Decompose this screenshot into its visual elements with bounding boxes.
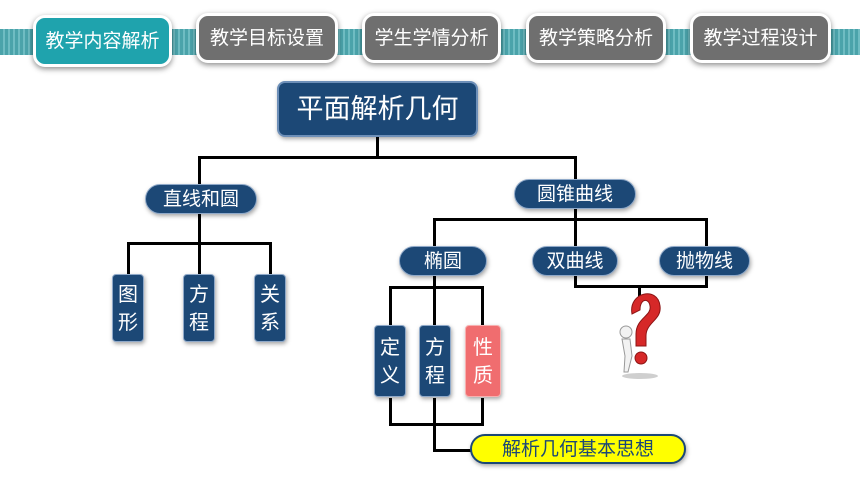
- leaf-char: 质: [473, 363, 493, 387]
- leaf-char: 性: [473, 335, 493, 359]
- leaf-equation: 方 程: [183, 274, 215, 342]
- tab-teaching-process[interactable]: 教学过程设计: [690, 13, 831, 63]
- leaf-char: 程: [425, 363, 445, 387]
- leaf-char: 定: [380, 335, 400, 359]
- leaf-char: 义: [380, 363, 400, 387]
- leaf-ellipse-equation: 方 程: [419, 325, 451, 397]
- leaf-char: 方: [425, 335, 445, 359]
- node-line-and-circle: 直线和圆: [145, 184, 257, 214]
- leaf-char: 方: [189, 282, 209, 306]
- leaf-definition: 定 义: [374, 325, 406, 397]
- question-mark-figure-icon: [619, 293, 661, 379]
- leaf-char: 系: [260, 310, 280, 334]
- leaf-char: 程: [189, 310, 209, 334]
- leaf-char: 形: [118, 310, 138, 334]
- tab-teaching-content-analysis[interactable]: 教学内容解析: [33, 15, 172, 67]
- tab-teaching-goals[interactable]: 教学目标设置: [196, 13, 338, 63]
- node-parabola: 抛物线: [659, 246, 750, 276]
- node-hyperbola: 双曲线: [532, 246, 618, 276]
- leaf-relation: 关 系: [254, 274, 286, 342]
- node-conic-sections: 圆锥曲线: [514, 179, 636, 209]
- leaf-char: 关: [260, 282, 280, 306]
- node-ellipse: 椭圆: [399, 246, 487, 276]
- leaf-figure: 图 形: [112, 274, 144, 342]
- root-node: 平面解析几何: [277, 81, 478, 137]
- core-idea-label: 解析几何基本思想: [470, 434, 686, 464]
- leaf-char: 图: [118, 282, 138, 306]
- leaf-properties: 性 质: [465, 325, 501, 397]
- tab-student-analysis[interactable]: 学生学情分析: [362, 13, 501, 63]
- tab-teaching-strategy[interactable]: 教学策略分析: [526, 13, 666, 63]
